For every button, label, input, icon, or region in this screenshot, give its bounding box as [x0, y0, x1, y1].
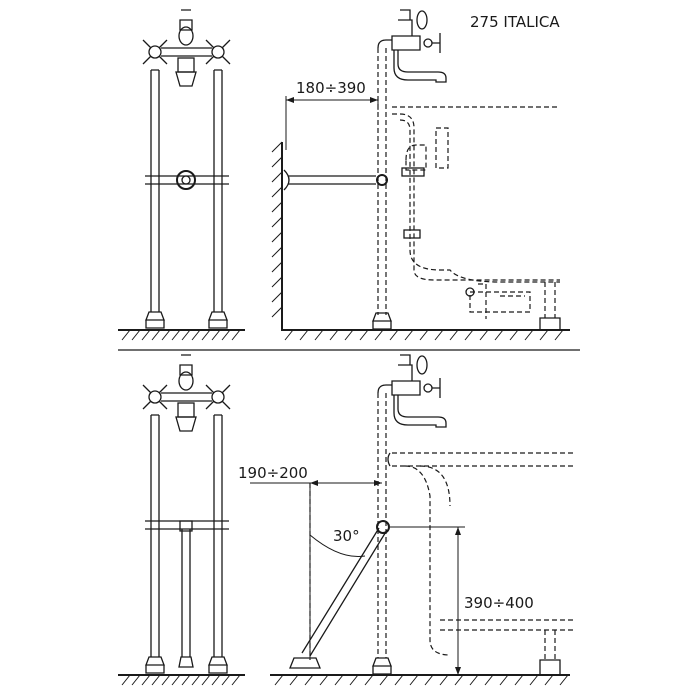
- side-view-top: 180÷390: [271, 9, 570, 341]
- front-view-top: [118, 9, 245, 341]
- dimension-wall-distance: 180÷390: [296, 79, 366, 97]
- front-view-bottom: [118, 354, 245, 686]
- dimension-angle: 30°: [333, 527, 360, 545]
- side-view-bottom: 190÷200 30° 390÷400: [238, 354, 575, 686]
- joint-icon: [376, 520, 390, 534]
- valve-icon: [376, 174, 388, 186]
- drawing-title: 275 ITALICA: [470, 13, 560, 31]
- dimension-strut-distance: 190÷200: [238, 464, 308, 482]
- dimension-tub-height: 390÷400: [464, 594, 534, 612]
- valve-icon: [176, 170, 196, 190]
